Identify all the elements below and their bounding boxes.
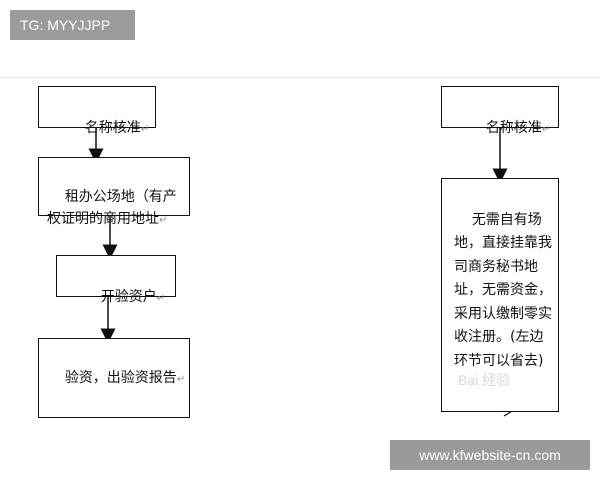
header-divider	[0, 77, 600, 78]
left-step-office-rental: 租办公场地（有产权证明的商用地址↵	[38, 157, 190, 227]
left-step-capital-verification: 验资，出验资报告↵	[38, 338, 190, 418]
left-step3-label: 开验资户	[100, 289, 157, 305]
right-step-name-approval: 名称核准↵	[441, 86, 559, 136]
return-mark: ↵	[176, 374, 186, 385]
left-step-name-approval: 名称核准↵	[38, 86, 156, 136]
return-mark: ↵	[159, 215, 168, 226]
site-watermark: www.kfwebsite-cn.com	[390, 440, 590, 470]
right-step1-label: 名称核准	[485, 120, 542, 136]
baidu-watermark: Bai 经验	[458, 372, 511, 388]
return-mark: ↵	[156, 293, 166, 304]
return-mark: ↵	[140, 124, 150, 135]
return-mark: ↵	[541, 124, 551, 135]
left-step-open-account: 开验资户↵	[56, 255, 176, 305]
top-tag: TG: MYYJJPP	[10, 10, 135, 40]
left-step1-label: 名称核准	[84, 120, 141, 136]
right-step-virtual-address: 无需自有场地，直接挂靠我司商务秘书地址，无需资金，采用认缴制零实收注册。(左边环…	[441, 178, 559, 412]
left-step4-label: 验资，出验资报告	[64, 370, 177, 386]
right-step2-label: 无需自有场地，直接挂靠我司商务秘书地址，无需资金，采用认缴制零实收注册。(左边环…	[454, 211, 552, 369]
left-step2-label: 租办公场地（有产权证明的商用地址	[47, 189, 177, 227]
